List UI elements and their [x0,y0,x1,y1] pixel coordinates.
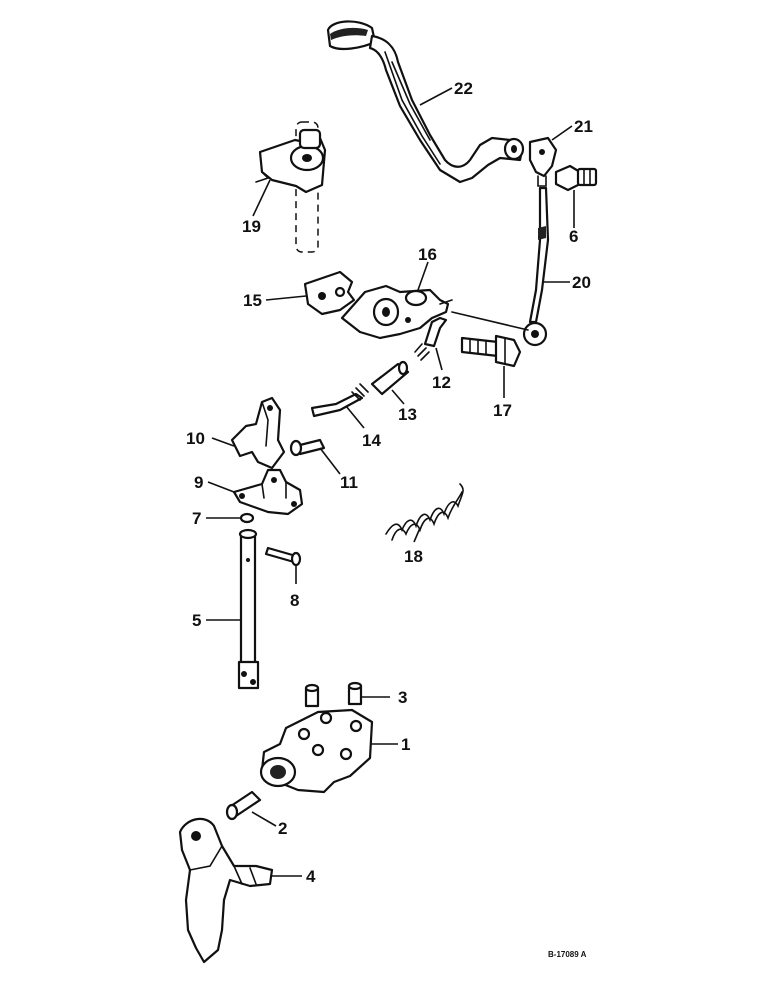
leader-2 [251,811,277,827]
label-3: 3 [398,688,407,707]
label-12: 12 [432,373,451,392]
part-11-pin[interactable] [289,438,326,457]
leader-21 [551,125,573,141]
part-14-rod[interactable] [310,383,369,418]
part-20-shift-rod[interactable] [451,186,550,347]
part-13-sleeve[interactable] [370,360,410,396]
part-21-clevis[interactable] [528,136,558,187]
part-12-rod[interactable] [414,316,448,361]
part-17-bolt[interactable] [460,334,522,368]
leader-15 [265,295,307,301]
label-7: 7 [192,509,201,528]
leader-16 [417,261,429,291]
part-labels: 22 21 6 19 16 15 20 12 17 13 14 10 11 9 … [186,79,593,886]
part-18-spring[interactable] [385,483,464,541]
part-10-fork[interactable] [230,396,286,470]
label-18: 18 [404,547,423,566]
leader-22 [419,87,453,106]
label-14: 14 [362,431,381,450]
part-8-pin[interactable] [264,546,302,567]
leader-11 [319,447,341,475]
part-15-plate[interactable] [303,270,356,316]
label-17: 17 [493,401,512,420]
leader-10 [211,437,235,447]
leader-9 [207,481,235,493]
label-11: 11 [340,473,358,492]
label-19: 19 [242,217,261,236]
leader-14 [345,405,365,429]
label-10: 10 [186,429,205,448]
part-2-pin[interactable] [225,790,262,821]
drawing-number: B-17089 A [548,950,587,959]
part-19-shift-arm[interactable] [255,121,327,253]
label-2: 2 [278,819,287,838]
label-5: 5 [192,611,201,630]
label-22: 22 [454,79,473,98]
label-15: 15 [243,291,262,310]
label-6: 6 [569,227,578,246]
label-9: 9 [194,473,203,492]
label-16: 16 [418,245,437,264]
part-6-bolt[interactable] [554,164,598,192]
label-20: 20 [572,273,591,292]
leader-18 [413,527,421,543]
label-4: 4 [306,867,316,886]
part-22-shift-lever[interactable] [326,20,525,184]
leader-lines [206,87,575,877]
part-9-support[interactable] [232,468,304,516]
part-5-shift-rail[interactable] [237,528,260,690]
label-8: 8 [290,591,299,610]
part-3-dowels[interactable] [304,681,363,708]
leader-13 [391,389,405,405]
leader-12 [435,347,443,371]
part-16-bracket[interactable] [340,284,453,340]
label-21: 21 [574,117,593,136]
part-7-ring[interactable] [239,512,255,524]
label-13: 13 [398,405,417,424]
label-1: 1 [401,735,410,754]
part-1-housing[interactable] [259,708,374,794]
leader-19 [252,179,271,217]
part-4-shift-fork[interactable] [178,817,274,964]
